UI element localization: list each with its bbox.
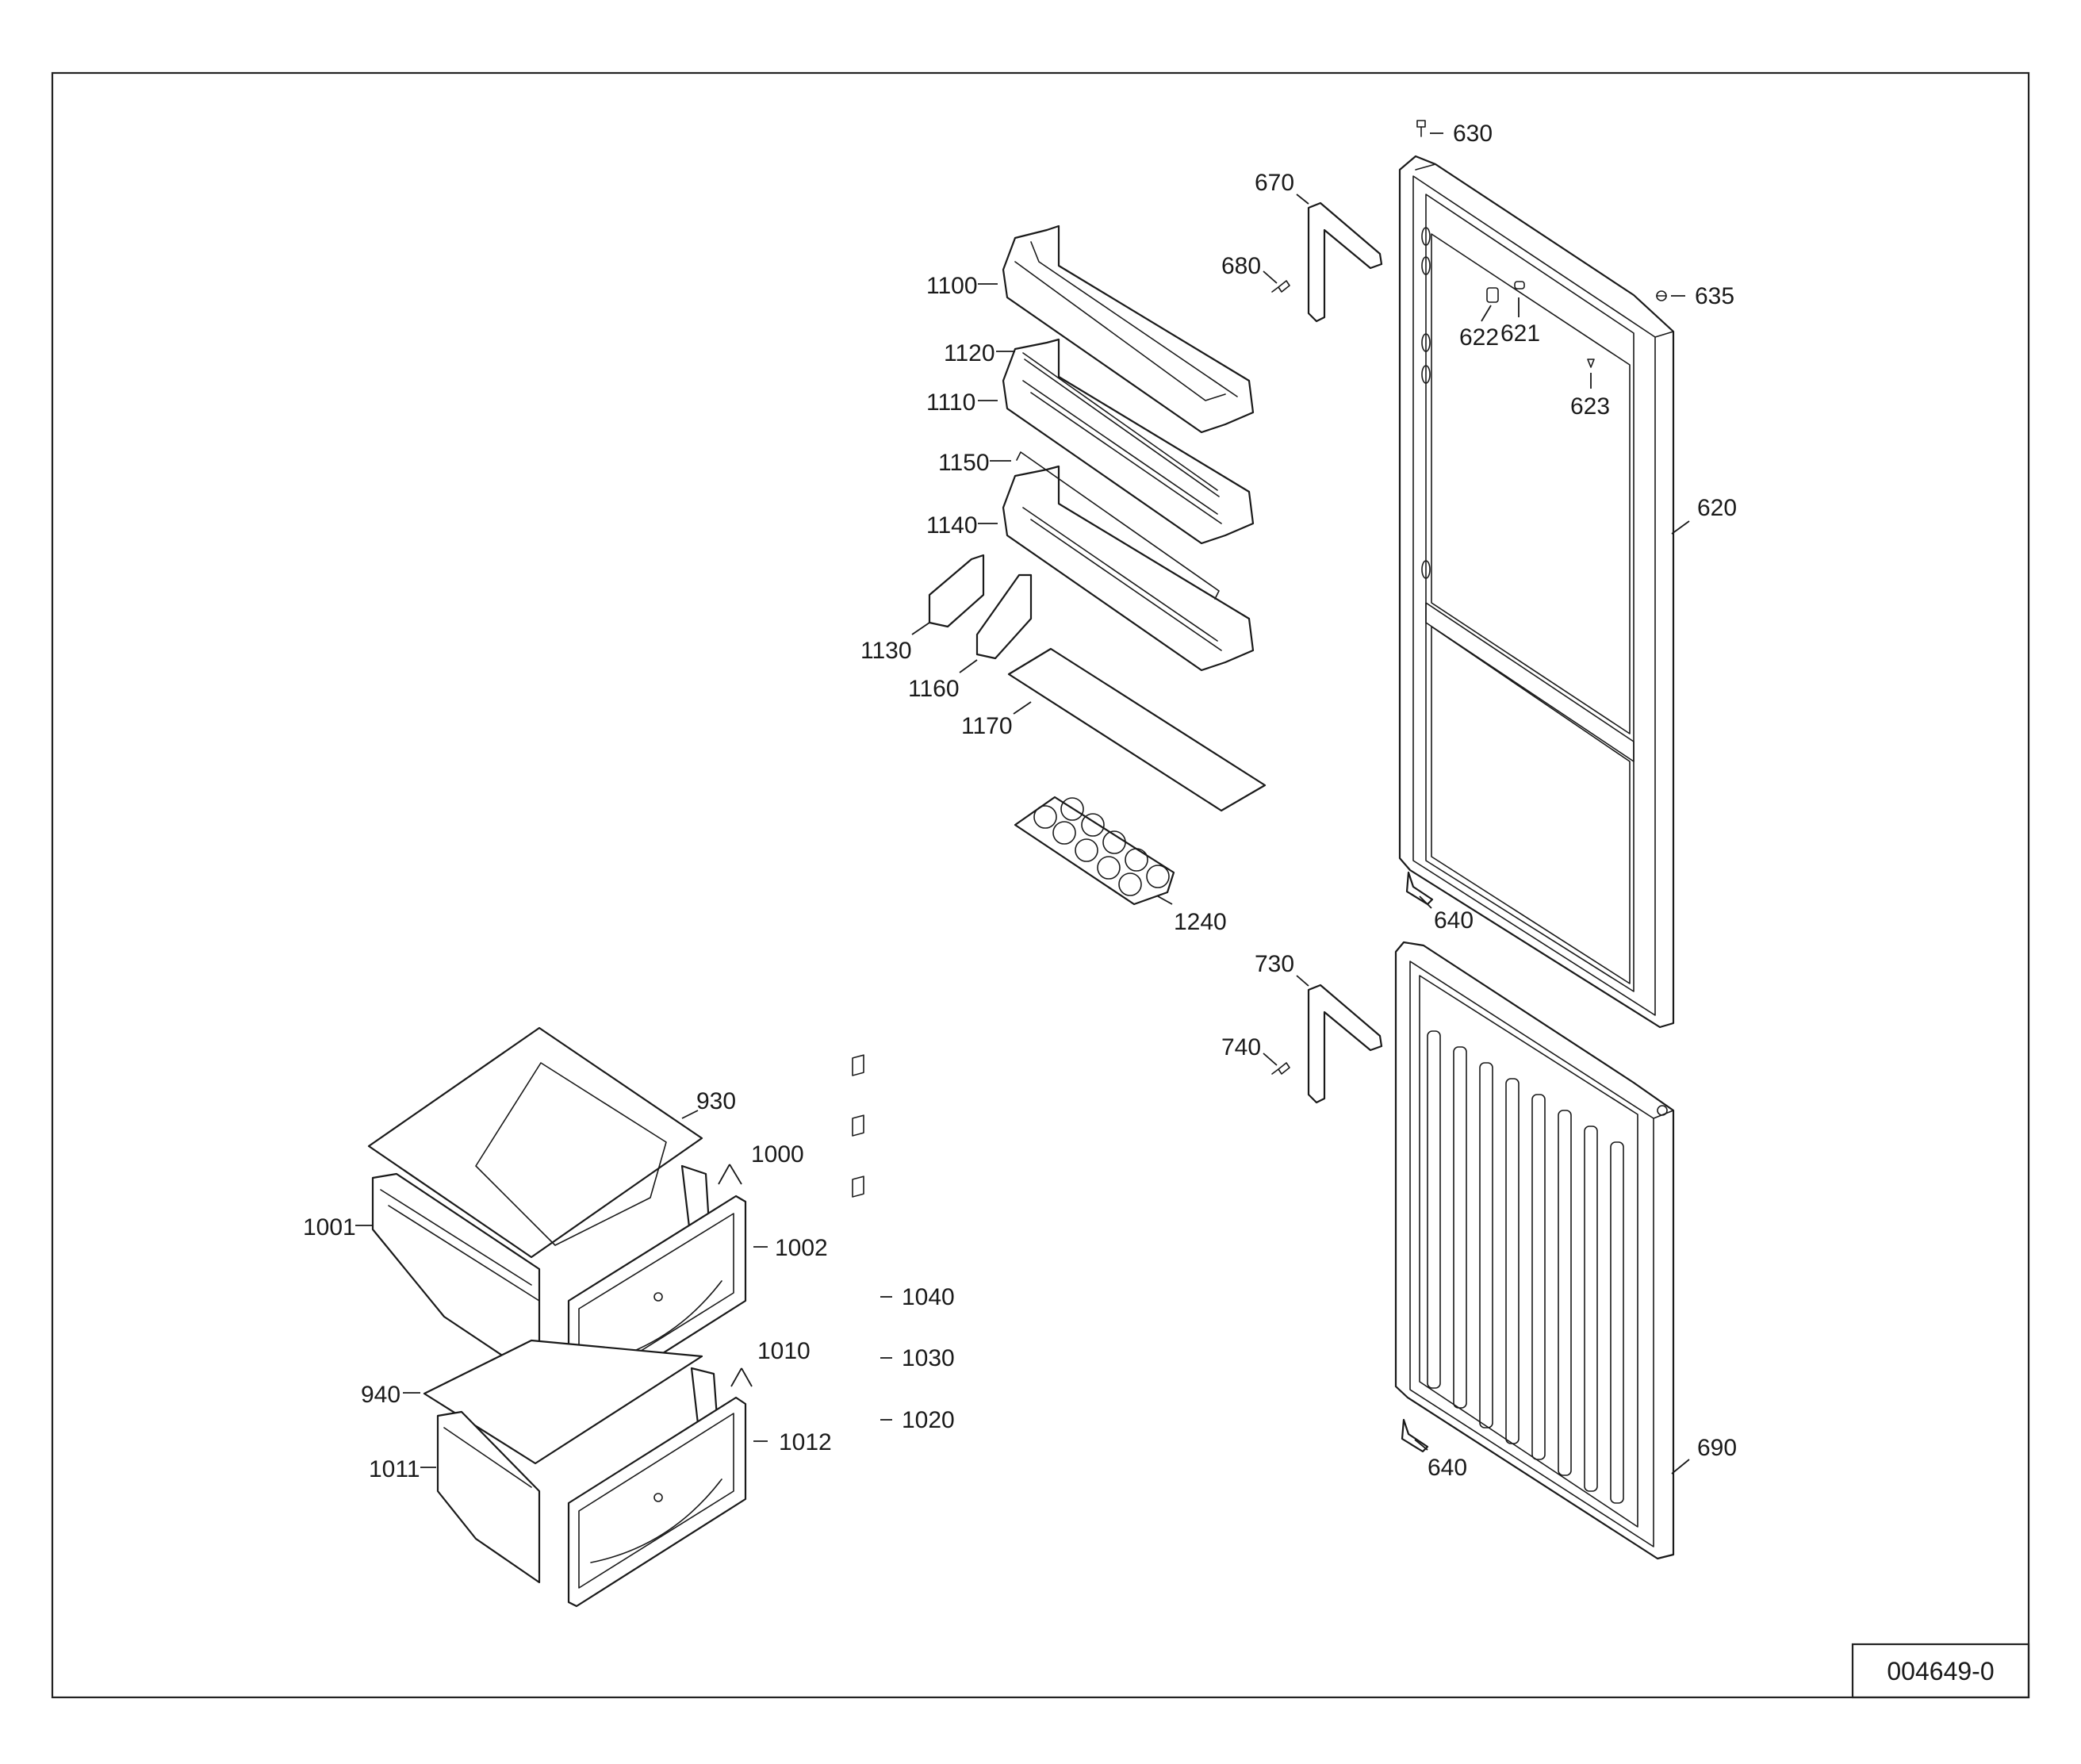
callout-1000: 1000 (751, 1141, 804, 1168)
document-id: 004649-0 (1887, 1657, 1994, 1685)
handle-730-drawing (1307, 984, 1383, 1104)
callout-1011: 1011 (369, 1456, 420, 1482)
sticker-1020-drawing (852, 1175, 864, 1198)
callout-930: 930 (696, 1088, 736, 1114)
rod-1120-drawing (1022, 352, 1220, 497)
callout-940: 940 (361, 1382, 400, 1408)
callout-1160: 1160 (908, 676, 960, 702)
title-box (1851, 1643, 2030, 1699)
callout-1040: 1040 (902, 1284, 955, 1310)
holder-1130-drawing (928, 554, 985, 628)
callout-622: 622 (1459, 324, 1499, 351)
leader-lines (355, 132, 1690, 1474)
callout-1012: 1012 (779, 1429, 832, 1455)
door-shelf-1100 (1002, 224, 1255, 434)
callout-1140: 1140 (926, 512, 978, 539)
sticker-1030-drawing (852, 1114, 864, 1137)
callout-640-lower: 640 (1428, 1455, 1467, 1481)
callout-690: 690 (1697, 1435, 1737, 1461)
handle-670-drawing (1307, 201, 1383, 323)
screw-680-drawing (1271, 280, 1290, 293)
door-shelf-1110 (1002, 338, 1255, 545)
callout-1010: 1010 (757, 1338, 811, 1364)
callout-1002: 1002 (775, 1235, 828, 1261)
callout-623: 623 (1570, 393, 1610, 420)
callout-670: 670 (1255, 170, 1294, 196)
crisper-lower-drawing (423, 1339, 747, 1608)
callout-730: 730 (1255, 951, 1294, 977)
callout-630: 630 (1453, 121, 1493, 147)
callout-620: 620 (1697, 495, 1737, 521)
lower-door-drawing (1394, 941, 1675, 1560)
callout-1030: 1030 (902, 1345, 955, 1371)
callout-1240: 1240 (1174, 909, 1227, 935)
lower-door-ribs (1427, 1030, 1624, 1504)
callout-621: 621 (1500, 320, 1540, 347)
egg-tray-1240-drawing (1014, 796, 1175, 906)
holder-1160-drawing (975, 573, 1033, 660)
sticker-1040-drawing (852, 1054, 864, 1076)
screw-740-drawing (1271, 1062, 1290, 1075)
callout-635: 635 (1695, 283, 1734, 309)
drawing-frame (51, 71, 2030, 1699)
callout-1100: 1100 (926, 273, 978, 299)
callout-640-upper: 640 (1434, 907, 1474, 934)
callout-1130: 1130 (860, 638, 912, 664)
cap-635-drawing (1656, 290, 1667, 301)
door-shelf-1140 (1002, 465, 1255, 672)
plate-1170-drawing (1007, 647, 1267, 812)
rod-1150-drawing (1016, 451, 1220, 600)
callout-740: 740 (1221, 1034, 1261, 1060)
callout-1120: 1120 (944, 340, 995, 366)
callout-1150: 1150 (938, 450, 990, 476)
screw-630-drawing (1416, 120, 1426, 137)
callout-1020: 1020 (902, 1407, 955, 1433)
callout-1170: 1170 (961, 713, 1013, 739)
upper-door-drawing (1398, 155, 1675, 1029)
callout-1001: 1001 (303, 1214, 356, 1241)
callout-680: 680 (1221, 253, 1261, 279)
callout-1110: 1110 (926, 389, 975, 416)
callout-labels: 630 670 680 635 620 621 622 623 640 730 … (303, 121, 1737, 1482)
